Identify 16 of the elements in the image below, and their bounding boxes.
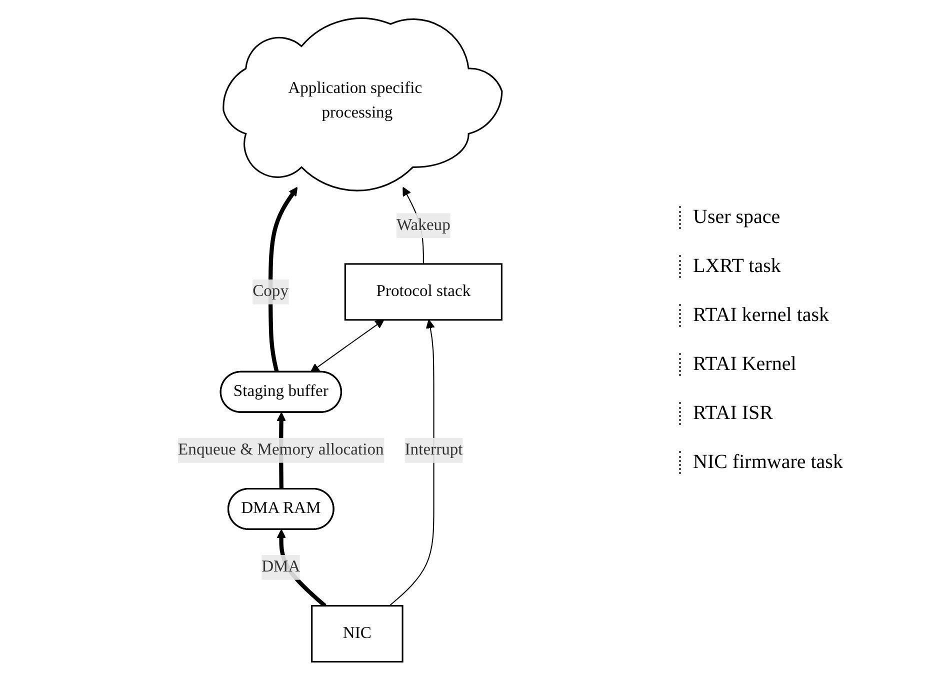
node-box: NIC: [310, 605, 403, 662]
bracket-label: RTAI Kernel: [679, 353, 919, 376]
edge-label: Wakeup: [396, 216, 450, 234]
bracket-label: User space: [679, 206, 919, 229]
arrow: [388, 319, 434, 606]
edge-label: Enqueue & Memory allocation: [178, 441, 384, 459]
bracket-label: LXRT task: [679, 255, 919, 278]
bracket-label: RTAI ISR: [679, 402, 919, 425]
bracket-label: NIC firmware task: [679, 451, 919, 474]
arrow: [268, 186, 298, 373]
edge-label: Copy: [252, 282, 288, 300]
arrow: [310, 319, 384, 372]
bracket-label: RTAI kernel task: [679, 304, 919, 327]
edge-label: DMA: [261, 558, 300, 576]
node-box: Protocol stack: [344, 263, 502, 321]
edge-label: Interrupt: [404, 441, 462, 459]
